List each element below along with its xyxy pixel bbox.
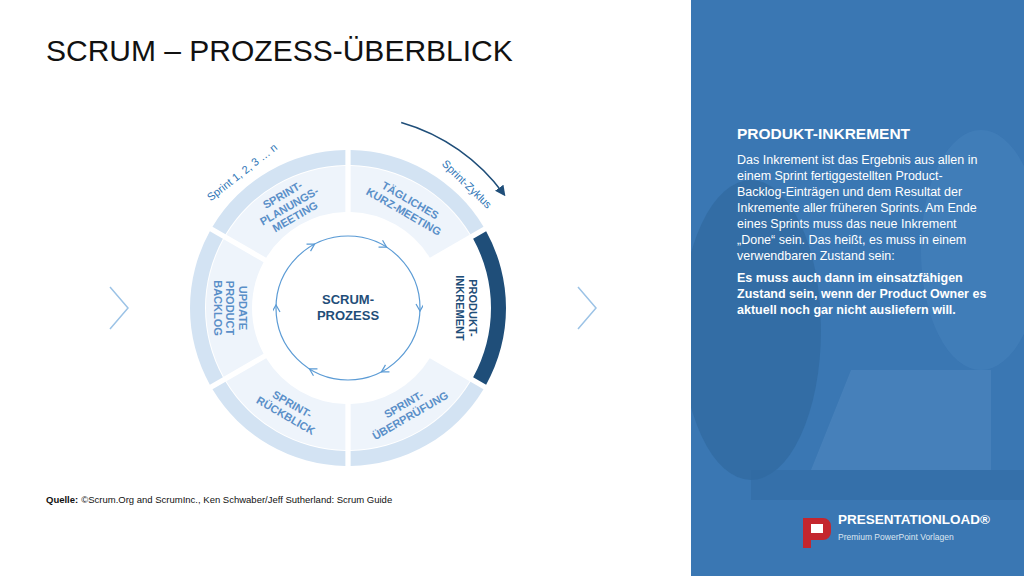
cycle-arrow (401, 122, 504, 194)
ring-segment (226, 358, 345, 450)
source-label: Quelle: (46, 494, 78, 505)
brand-icon (803, 518, 831, 548)
ring-segment (226, 166, 345, 258)
ring-segment (206, 239, 264, 376)
slide-title: SCRUM – PROZESS-ÜBERBLICK (46, 34, 513, 68)
ring-segment (432, 239, 490, 376)
cycle-chevron (381, 365, 389, 372)
photo-laptop (811, 370, 991, 470)
ring-segment (351, 358, 470, 450)
segment-label: PRODUKT- INKREMENT (453, 275, 478, 340)
center-label: SCRUM- PROZESS (317, 292, 379, 325)
brand-icon (811, 524, 823, 533)
ring-band (212, 382, 345, 466)
panel-body: Das Inkrement ist das Ergebnis aus allen… (737, 152, 987, 264)
ring-segment-box: PRODUKT- INKREMENT (453, 275, 478, 340)
cycle-ring (276, 236, 420, 380)
brand-tagline: Premium PowerPoint Vorlagen (838, 532, 954, 542)
source-text: ©Scrum.Org and ScrumInc., Ken Schwaber/J… (81, 494, 392, 505)
cycle-chevron (416, 304, 423, 311)
process-circle: SCRUM- PROZESS (273, 233, 423, 383)
panel-emphasis: Es muss auch dann im einsatzfähigen Zust… (737, 270, 987, 318)
ring (190, 150, 506, 466)
cycle-chevron (379, 240, 387, 247)
brand-name: PRESENTATIONLOAD® (838, 512, 990, 527)
ring-segment (351, 166, 470, 258)
nav-chevron (578, 287, 596, 329)
cycle-chevron (307, 244, 315, 251)
info-panel: PRODUKT-INKREMENT Das Inkrement ist das E… (691, 0, 1024, 576)
photo-desk (751, 470, 1024, 500)
nav-chevron (110, 287, 128, 329)
cycle-chevron (273, 305, 280, 312)
cycle-chevron (309, 369, 317, 376)
segment-label: UPDATE PRODUCT BACKLOG (211, 280, 249, 336)
panel-heading: PRODUKT-INKREMENT (737, 124, 994, 144)
ring-segment-box: UPDATE PRODUCT BACKLOG (211, 280, 249, 336)
